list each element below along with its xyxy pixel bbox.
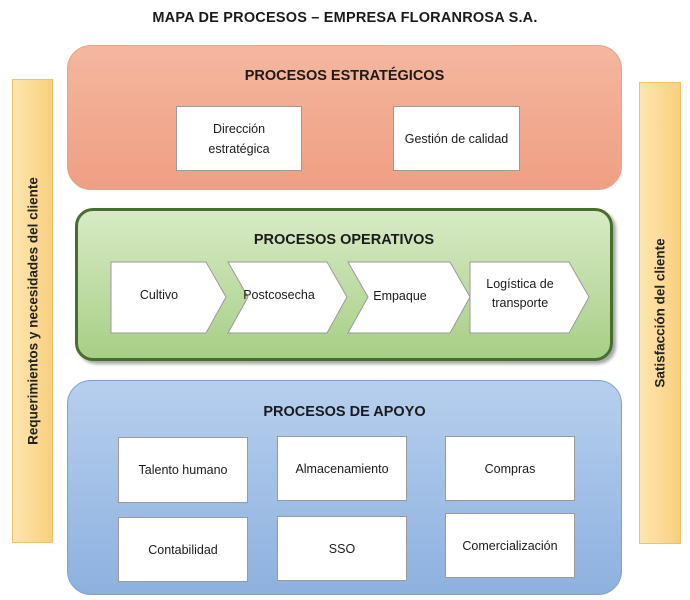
diagram-title: MAPA DE PROCESOS – EMPRESA FLORANROSA S.… (152, 10, 538, 26)
box-comercializacion: Comercialización (445, 513, 575, 578)
step-cultivo: Cultivo (139, 288, 179, 302)
left-customer-requirements-bar: Requerimientos y necesidades del cliente (12, 79, 53, 543)
strategic-processes-band: PROCESOS ESTRATÉGICOS (67, 45, 622, 190)
chevron-empaque (347, 261, 471, 334)
right-customer-satisfaction-bar: Satisfacción del cliente (639, 82, 681, 544)
box-gestion-calidad: Gestión de calidad (393, 106, 520, 171)
box-sso: SSO (277, 516, 407, 581)
box-contabilidad: Contabilidad (118, 517, 248, 582)
box-almacenamiento: Almacenamiento (277, 436, 407, 501)
step-logistica: Logística de transporte (486, 277, 554, 310)
step-postcosecha: Postcosecha (243, 288, 315, 302)
support-title: PROCESOS DE APOYO (263, 404, 426, 420)
chevron-postcosecha (227, 261, 348, 334)
chevron-cultivo (110, 261, 227, 334)
box-talento-humano: Talento humano (118, 437, 248, 503)
box-direccion-estrategica: Dirección estratégica (176, 106, 302, 171)
strategic-title: PROCESOS ESTRATÉGICOS (244, 68, 445, 84)
box-compras: Compras (445, 436, 575, 501)
chevron-logistica (469, 261, 590, 334)
step-empaque: Empaque (373, 289, 427, 303)
operative-title: PROCESOS OPERATIVOS (253, 232, 435, 248)
